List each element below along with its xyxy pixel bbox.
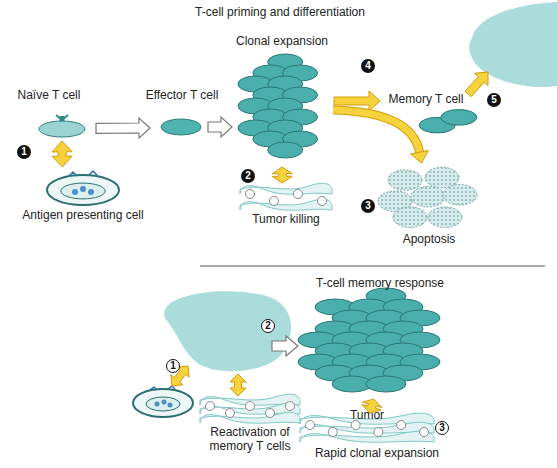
section-heading: T-cell memory response (300, 276, 460, 290)
node-label: Effector T cell (140, 88, 224, 102)
node-cluster: Clonal expansion (226, 34, 338, 168)
node-apop: Apoptosis (374, 166, 484, 250)
connector-arrow (208, 117, 232, 137)
callout-number: 2 (241, 169, 255, 183)
antigen-presenting-cell (133, 386, 193, 417)
node-naive: Naïve T cell (4, 88, 94, 140)
connector-arrow (52, 141, 72, 167)
naive-shape (38, 114, 86, 138)
node-memory: Memory T cell (384, 92, 480, 142)
callout-number: 1 (17, 145, 31, 159)
connector-arrow (96, 118, 150, 138)
node-label: Clonal expansion (226, 34, 338, 48)
node-cell: Effector T cell (140, 88, 224, 140)
reactivated-memory-cell (164, 291, 291, 371)
callout-number: 3 (361, 199, 375, 213)
callout-number: 3 (435, 421, 449, 435)
callout-number: 5 (487, 93, 501, 107)
node-apc: Antigen presenting cell (8, 168, 158, 226)
node-label: Memory T cell (384, 92, 468, 106)
section-divider (200, 266, 545, 267)
connector-arrow (334, 91, 380, 111)
tumor-shape (200, 395, 300, 423)
apc-shape (46, 170, 120, 206)
node-tumor: Reactivation of memory T cells (190, 395, 310, 459)
node-label: Antigen presenting cell (8, 208, 158, 222)
node-tumor: Tumor (300, 406, 434, 444)
cell-shape (160, 118, 202, 136)
cluster-shape (238, 54, 330, 166)
callout-number: 2 (261, 319, 275, 333)
memory-shape (418, 108, 478, 134)
expansion-arrow (272, 336, 298, 356)
cluster-shape (298, 288, 450, 398)
callout-number: 4 (361, 59, 375, 73)
interaction-arrow (230, 374, 246, 396)
diagram-title: T-cell priming and differentiation (130, 5, 430, 19)
connector-arrow (272, 167, 292, 183)
connector-arrow (333, 110, 428, 163)
node-label: Rapid clonal expansion (302, 446, 452, 460)
node-tumor: Tumor killing (236, 182, 336, 228)
node-label: Reactivation of memory T cells (195, 425, 305, 453)
activation-arrow (465, 72, 488, 97)
node-label: Naïve T cell (4, 88, 94, 102)
tumor-shape (240, 184, 332, 210)
node-label: Tumor killing (236, 212, 336, 226)
apop-shape (380, 166, 480, 230)
callout-number: 1 (166, 359, 180, 373)
node-label: Apoptosis (374, 232, 484, 246)
node-label: Tumor (340, 408, 394, 422)
